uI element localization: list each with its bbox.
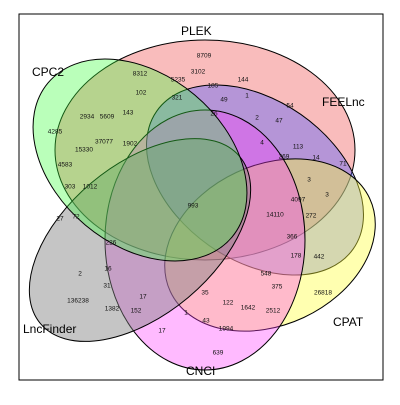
set-shape-plek bbox=[54, 39, 356, 261]
region-count: 113 bbox=[293, 144, 304, 151]
set-label-lncfinder: LncFinder bbox=[23, 322, 76, 336]
region-count: 3102 bbox=[191, 69, 206, 76]
set-label-cpat: CPAT bbox=[333, 315, 364, 329]
region-count: 1994 bbox=[219, 326, 234, 333]
set-shape-cpc2 bbox=[32, 58, 248, 262]
region-count: 14 bbox=[312, 155, 320, 162]
region-count: 1012 bbox=[83, 184, 98, 191]
region-count: 5609 bbox=[100, 114, 115, 121]
region-counts: 8709 8312 3102 5235 144 102 185 49 1 321… bbox=[48, 53, 347, 357]
region-count: 122 bbox=[223, 300, 234, 307]
set-label-cnci: CNCI bbox=[186, 364, 215, 378]
region-count: 14110 bbox=[266, 212, 284, 219]
region-count: 15330 bbox=[75, 147, 93, 154]
region-count: 185 bbox=[208, 83, 219, 90]
plot-frame bbox=[18, 13, 384, 381]
region-count: 178 bbox=[291, 253, 302, 260]
region-count: 1 bbox=[184, 310, 188, 317]
region-count: 144 bbox=[238, 77, 249, 84]
region-count: 43 bbox=[202, 318, 210, 325]
region-count: 4285 bbox=[48, 129, 63, 136]
region-count: 54 bbox=[286, 103, 294, 110]
region-count: 2 bbox=[78, 271, 82, 278]
region-count: 1902 bbox=[123, 141, 138, 148]
region-count: 152 bbox=[131, 308, 142, 315]
region-count: 47 bbox=[275, 118, 283, 125]
region-count: 17 bbox=[158, 328, 166, 335]
region-count: 143 bbox=[123, 110, 134, 117]
region-count: 102 bbox=[136, 90, 147, 97]
region-count: 3 bbox=[307, 177, 311, 184]
set-shape-cnci bbox=[104, 109, 306, 371]
region-count: 272 bbox=[306, 213, 317, 220]
region-count: 2512 bbox=[266, 308, 281, 315]
region-count: 5235 bbox=[171, 77, 186, 84]
region-count: 72 bbox=[72, 214, 80, 221]
region-count: 3 bbox=[325, 192, 329, 199]
region-count: 321 bbox=[172, 95, 183, 102]
region-count: 4583 bbox=[58, 162, 73, 169]
region-count: 442 bbox=[314, 254, 325, 261]
region-count: 37077 bbox=[95, 139, 113, 146]
set-label-feelnc: FEELnc bbox=[322, 95, 365, 109]
set-shapes bbox=[28, 39, 376, 371]
region-count: 366 bbox=[287, 234, 298, 241]
region-count: 4 bbox=[260, 140, 264, 147]
set-shape-cpat bbox=[164, 158, 376, 332]
region-count: 26818 bbox=[314, 290, 332, 297]
set-labels: PLEK FEELnc CPAT CNCI LncFinder CPC2 bbox=[23, 24, 365, 378]
region-count: 27 bbox=[56, 216, 64, 223]
region-count: 993 bbox=[188, 203, 199, 210]
region-count: 303 bbox=[65, 184, 76, 191]
region-count: 375 bbox=[272, 284, 283, 291]
region-count: 8709 bbox=[197, 53, 212, 60]
region-count: 1 bbox=[245, 93, 249, 100]
region-count: 1382 bbox=[105, 306, 120, 313]
region-count: 639 bbox=[213, 350, 224, 357]
region-count: 16 bbox=[104, 266, 112, 273]
region-count: 2934 bbox=[80, 114, 95, 121]
region-count: 49 bbox=[220, 97, 228, 104]
region-count: 136238 bbox=[67, 298, 89, 305]
region-count: 4097 bbox=[291, 197, 306, 204]
set-shape-feelnc bbox=[146, 84, 364, 276]
region-count: 71 bbox=[339, 161, 347, 168]
region-count: 548 bbox=[261, 271, 272, 278]
region-count: 31 bbox=[103, 283, 111, 290]
region-count: 17 bbox=[139, 294, 147, 301]
set-label-cpc2: CPC2 bbox=[32, 65, 64, 79]
region-count: 269 bbox=[279, 154, 290, 161]
region-count: 226 bbox=[106, 240, 117, 247]
region-count: 26 bbox=[210, 111, 218, 118]
region-count: 1642 bbox=[241, 305, 256, 312]
region-count: 2 bbox=[255, 115, 259, 122]
region-count: 35 bbox=[201, 290, 209, 297]
region-count: 8312 bbox=[133, 71, 148, 78]
set-label-plek: PLEK bbox=[181, 24, 212, 38]
